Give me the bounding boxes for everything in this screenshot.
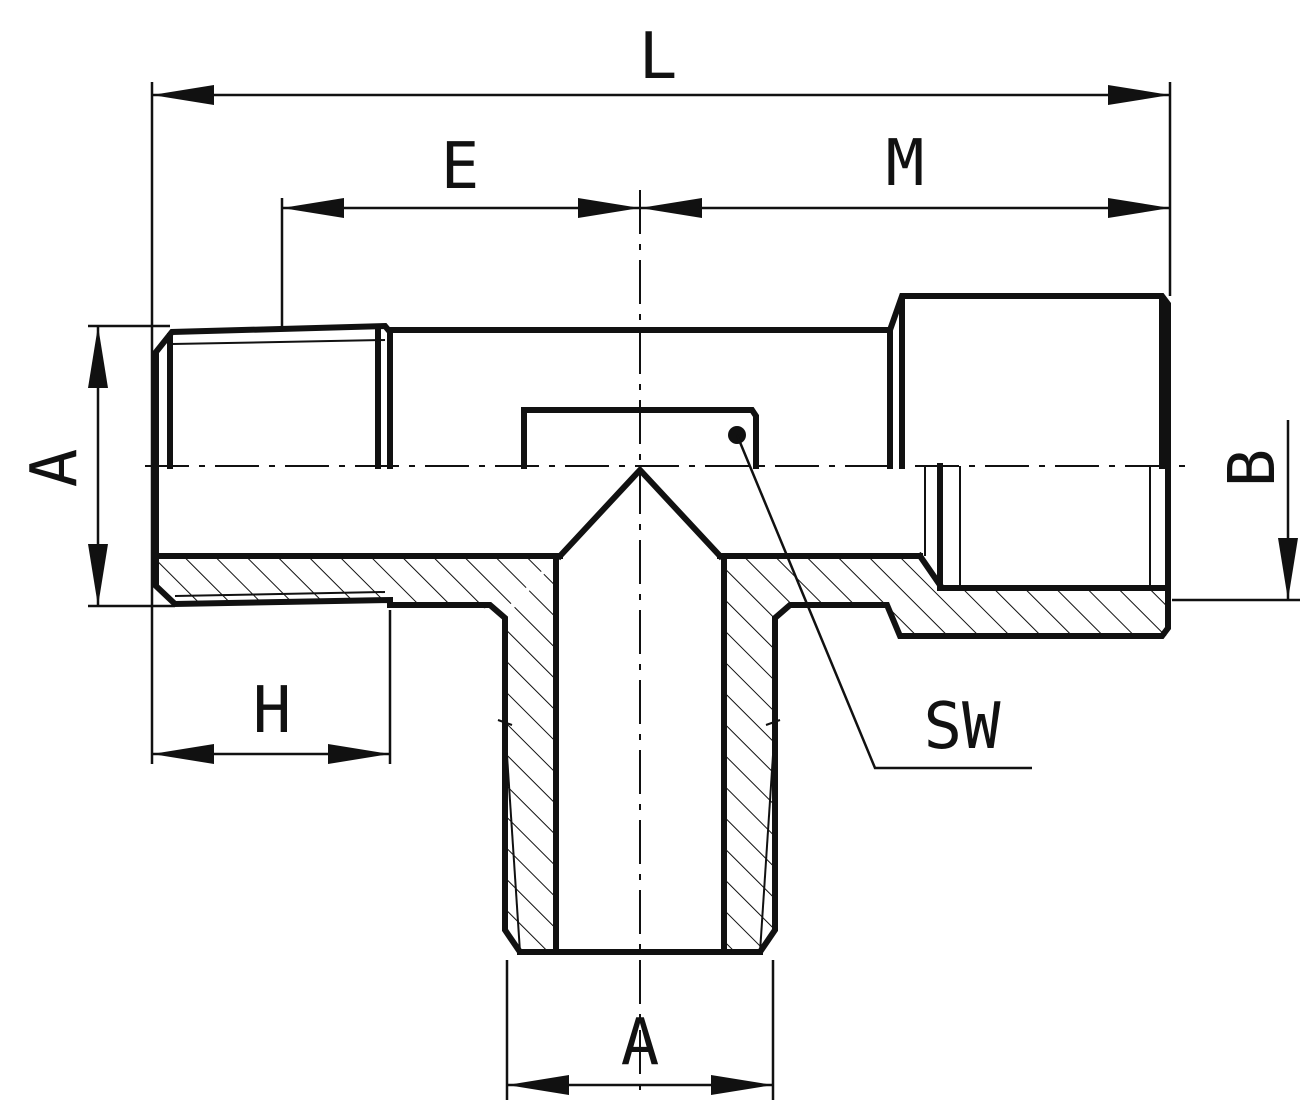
arrow-l-right: [1108, 85, 1170, 105]
label-e: E: [441, 130, 480, 204]
center-lines: [145, 190, 1185, 1090]
stem-thread-taper-left: [504, 724, 521, 953]
arrow-a-bottom-left: [507, 1075, 569, 1095]
left-thread-taper-line-lower: [174, 591, 386, 597]
wrench-flat-outline: [521, 407, 759, 469]
label-l: L: [639, 20, 678, 94]
stem-right-outline: [721, 463, 1171, 955]
arrow-b: [1278, 538, 1298, 600]
stem-thread-end-right: [765, 719, 781, 726]
label-b: B: [1216, 449, 1290, 488]
arrow-l-left: [152, 85, 214, 105]
fitting-outline: [153, 293, 1171, 955]
dimension-labels: L E M A B H SW A: [18, 20, 1290, 1080]
right-counterbore: [915, 551, 1171, 591]
hatch-left-wall: [156, 556, 560, 952]
left-thread-lower-outline: [153, 553, 559, 955]
arrow-a-left-top: [88, 326, 108, 388]
arrow-h-right: [328, 744, 390, 764]
sw-leader-line: [735, 434, 1032, 770]
section-hatching: [156, 556, 1168, 952]
stem-thread-taper-right: [759, 724, 776, 953]
arrow-m-left: [640, 198, 702, 218]
label-h: H: [253, 674, 292, 748]
label-sw: SW: [923, 690, 1001, 764]
extension-lines: [88, 82, 1300, 1100]
stem-thread-end-left: [497, 719, 513, 726]
label-a-bottom: A: [621, 1006, 660, 1080]
hatch-right-stem: [720, 556, 775, 952]
arrow-a-bottom-right: [711, 1075, 773, 1095]
arrow-a-left-bottom: [88, 544, 108, 606]
left-thread-taper-line: [171, 339, 386, 345]
arrow-h-left: [152, 744, 214, 764]
label-a-left: A: [18, 449, 92, 488]
left-thread-upper-outline: [153, 322, 393, 469]
hatch-right-body: [724, 556, 1168, 636]
hatch-left-thread: [156, 556, 556, 610]
arrow-e-left: [282, 198, 344, 218]
arrow-m-right: [1108, 198, 1170, 218]
dimension-lines: [88, 85, 1298, 1095]
arrow-e-right: [578, 198, 640, 218]
right-nut-upper-outline: [887, 293, 1171, 469]
label-m: M: [886, 127, 925, 201]
